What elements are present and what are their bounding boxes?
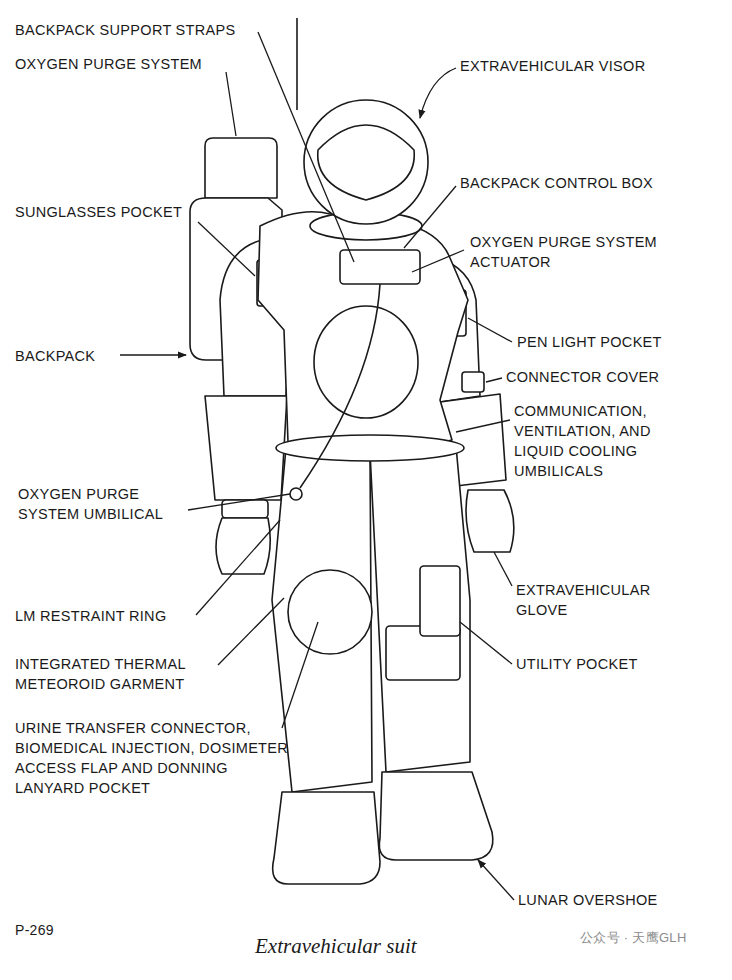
- connector-cover: [462, 372, 484, 392]
- part-label: URINE TRANSFER CONNECTOR, BIOMEDICAL INJ…: [15, 718, 295, 798]
- control-box: [340, 250, 420, 284]
- part-label: OXYGEN PURGE SYSTEM: [15, 54, 202, 74]
- part-label: LUNAR OVERSHOE: [518, 890, 658, 910]
- leader-line: [460, 622, 512, 664]
- leader-line: [478, 860, 514, 900]
- figure-caption: Extravehicular suit: [255, 934, 417, 959]
- overshoe: [273, 792, 380, 884]
- antenna: [296, 18, 298, 110]
- helmet: [304, 100, 428, 224]
- restraint-ring: [290, 488, 302, 500]
- part-label: PEN LIGHT POCKET: [517, 332, 662, 352]
- part-label: INTEGRATED THERMAL METEOROID GARMENT: [15, 654, 220, 694]
- torso: [258, 212, 468, 452]
- leader-line: [226, 72, 236, 136]
- part-label: UTILITY POCKET: [516, 654, 638, 674]
- part-label: BACKPACK SUPPORT STRAPS: [15, 20, 235, 40]
- leader-line: [404, 186, 456, 248]
- waist-ring: [276, 435, 464, 461]
- chest-panel: [314, 306, 418, 418]
- leader-line: [188, 494, 290, 510]
- part-label: BACKPACK CONTROL BOX: [460, 173, 653, 193]
- oxygen-purge-box: [205, 138, 277, 198]
- part-label: EXTRAVEHICULAR GLOVE: [516, 580, 706, 620]
- part-label: SUNGLASSES POCKET: [15, 202, 182, 222]
- part-label: OXYGEN PURGE SYSTEM UMBILICAL: [18, 484, 198, 524]
- part-label: P-269: [15, 920, 54, 940]
- part-label: CONNECTOR COVER: [506, 367, 659, 387]
- leg: [370, 446, 470, 772]
- leader-line: [258, 32, 354, 262]
- leader-line: [456, 420, 510, 432]
- watermark: 公众号 · 天鹰GLH: [580, 928, 687, 948]
- overshoe: [379, 772, 493, 860]
- part-label: BACKPACK: [15, 346, 95, 366]
- leader-line: [494, 552, 512, 586]
- glove: [466, 490, 514, 552]
- part-label: COMMUNICATION, VENTILATION, AND LIQUID C…: [514, 401, 704, 481]
- leader-line: [468, 318, 512, 342]
- knee-flap: [288, 570, 372, 654]
- leader-line: [486, 378, 502, 382]
- leader-line: [282, 622, 318, 728]
- part-label: OXYGEN PURGE SYSTEM ACTUATOR: [470, 232, 685, 272]
- glove: [216, 518, 270, 574]
- visor: [318, 125, 415, 200]
- leader-line: [198, 222, 255, 276]
- utility-pocket: [420, 566, 460, 636]
- part-label: LM RESTRAINT RING: [15, 606, 166, 626]
- leader-line: [412, 250, 464, 272]
- forearm-cuff: [205, 396, 287, 500]
- leader-line: [196, 520, 280, 615]
- umbilical-hose: [300, 284, 380, 488]
- leader-line: [218, 598, 284, 665]
- wrist-ring: [222, 500, 268, 518]
- leader-line: [420, 68, 456, 118]
- part-label: EXTRAVEHICULAR VISOR: [460, 56, 645, 76]
- leader-line: [120, 354, 186, 355]
